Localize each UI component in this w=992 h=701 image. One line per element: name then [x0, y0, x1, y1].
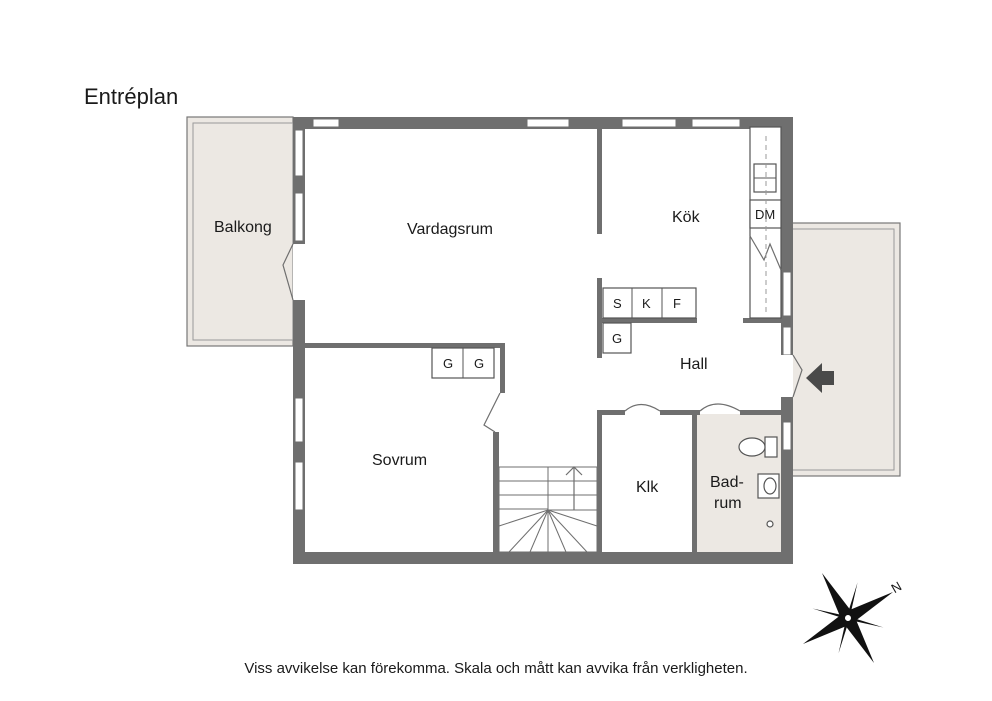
room-label-vardagsrum: Vardagsrum: [407, 221, 493, 238]
room-label-hall: Hall: [680, 356, 708, 373]
toilet: [738, 436, 778, 458]
room-label-badrum-2: rum: [714, 495, 742, 512]
compass-rose-icon: [802, 572, 894, 664]
sink: [757, 473, 780, 499]
room-label-balkong: Balkong: [214, 219, 272, 236]
appliance-k: K: [642, 296, 651, 311]
balcony-left: [186, 116, 294, 347]
room-label-badrum-1: Bad-: [710, 474, 744, 491]
staircase: [498, 466, 598, 553]
entrance-arrow-icon: [806, 363, 834, 393]
windows: [294, 118, 792, 511]
appliance-s: S: [613, 296, 622, 311]
room-label-sovrum: Sovrum: [372, 452, 427, 469]
appliance-g-hall: G: [612, 331, 622, 346]
room-label-kok: Kök: [672, 209, 701, 226]
appliance-dm: DM: [755, 207, 775, 222]
terrace-right: [789, 222, 901, 477]
room-label-klk: Klk: [636, 479, 659, 496]
appliance-f: F: [673, 296, 681, 311]
appliance-g-sovrum-2: G: [474, 356, 484, 371]
plan-title: Entréplan: [84, 84, 179, 109]
interior-walls: [305, 127, 781, 552]
dishwasher: [749, 199, 782, 229]
appliance-g-sovrum-1: G: [443, 356, 453, 371]
disclaimer-text: Viss avvikelse kan förekomma. Skala och …: [244, 660, 748, 677]
